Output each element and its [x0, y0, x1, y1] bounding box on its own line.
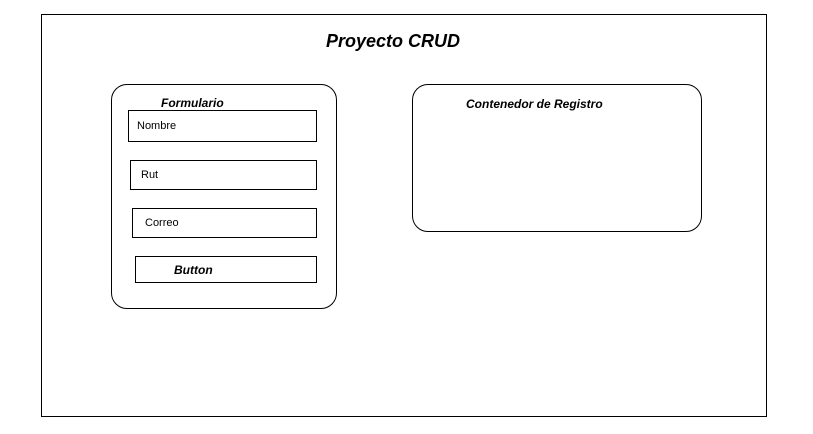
rut-field-label: Rut [141, 169, 159, 181]
correo-field-label: Correo [145, 217, 179, 229]
rut-field[interactable]: Rut [130, 160, 317, 190]
correo-field[interactable]: Correo [132, 208, 317, 238]
submit-button[interactable]: Button [135, 256, 317, 283]
registry-title: Contenedor de Registro [466, 97, 603, 111]
form-title: Formulario [161, 96, 224, 110]
page-title: Proyecto CRUD [326, 31, 461, 51]
registry-container [412, 84, 702, 232]
wireframe-frame [41, 14, 767, 417]
nombre-field[interactable]: Nombre [128, 110, 317, 142]
nombre-field-label: Nombre [137, 120, 177, 132]
